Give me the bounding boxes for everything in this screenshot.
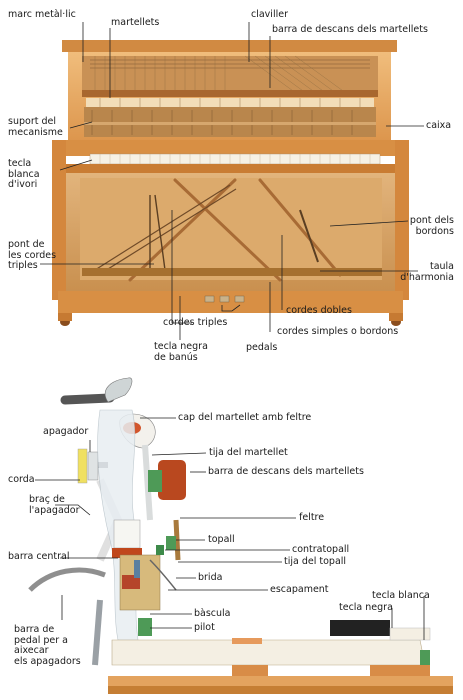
label-action-support: suport del mecanisme	[8, 116, 63, 138]
piano-strings-upper	[94, 55, 351, 97]
soundboard	[80, 178, 382, 280]
label-soundboard: taula d'harmonia	[400, 261, 454, 283]
keyboard-shelf	[52, 164, 409, 173]
treble-bridge	[149, 194, 166, 271]
label-hammer-head: cap del martellet amb feltre	[178, 412, 312, 423]
label-catcher: topall	[208, 534, 235, 545]
bottom-rail	[82, 268, 382, 276]
label-damper-arm: braç de l'apagador	[29, 494, 80, 516]
label-hammers: martellets	[111, 17, 160, 28]
tuning-pins	[90, 59, 370, 69]
hammer-shank	[142, 444, 153, 521]
label-trichord-strings: cordes triples	[163, 317, 228, 328]
label-catcher-shank: tija del topall	[284, 556, 347, 567]
hammers-row	[86, 98, 374, 107]
piano-lid	[62, 40, 397, 52]
hammer-rail	[82, 90, 378, 97]
key-frame	[108, 676, 453, 686]
center-rail	[113, 519, 141, 549]
key-slip	[58, 140, 403, 156]
label-capstan: pilot	[194, 622, 215, 633]
hammer-heads	[99, 98, 361, 107]
hammer-rest-rail	[158, 460, 186, 500]
label-hammer-rest-rail: barra de descans dels martellets	[208, 466, 364, 477]
pedal-bar	[92, 599, 103, 666]
pedal-right	[234, 295, 245, 303]
upright-piano	[52, 40, 409, 326]
pedal-left	[204, 295, 215, 303]
label-backcheck: contratopall	[292, 544, 350, 555]
label-wippen: bàscula	[194, 608, 231, 619]
label-treble-bridge: pont de les cordes triples	[8, 239, 57, 271]
label-bass-bridge: pont dels bordons	[409, 215, 454, 237]
left-cheek	[52, 140, 66, 300]
white-key	[389, 627, 431, 641]
piano-action-detail	[28, 377, 453, 694]
label-metal-frame: marc metàl·lic	[8, 9, 76, 20]
bass-bridge	[299, 209, 319, 263]
capstan	[138, 618, 152, 636]
label-pedal-rod: barra de pedal per a aixecar els apagado…	[14, 624, 81, 667]
catcher	[156, 545, 164, 555]
label-white-key: tecla blanca	[372, 590, 430, 601]
label-hammer-rail: barra de descans dels martellets	[272, 24, 428, 35]
black-key	[330, 620, 390, 636]
damper	[87, 451, 99, 481]
bridle	[149, 559, 177, 591]
label-damper: apagador	[43, 426, 89, 437]
piano-leader-lines	[40, 22, 424, 340]
bass-strings	[94, 184, 237, 275]
label-center-rail: barra central	[8, 551, 70, 562]
label-string: corda	[8, 474, 35, 485]
keyboard-white-keys	[89, 153, 381, 165]
action-leader-lines	[35, 417, 425, 640]
backcheck	[166, 536, 176, 550]
string	[77, 448, 88, 484]
key-lever	[111, 639, 426, 666]
label-case: caixa	[426, 120, 452, 131]
label-hammer-shank: tija del martellet	[209, 447, 288, 458]
label-felt: feltre	[299, 512, 325, 523]
label-pin-block: claviller	[251, 9, 288, 20]
right-cheek	[395, 140, 409, 300]
rail-felt	[148, 470, 162, 492]
label-bass-strings: cordes simples o bordons	[277, 326, 399, 337]
label-ebony-key: tecla negra de banús	[154, 341, 208, 363]
label-black-key: tecla negra	[339, 602, 393, 613]
label-jack: escapament	[270, 584, 329, 595]
label-pedals: pedals	[246, 342, 278, 353]
pedal-middle	[219, 295, 230, 303]
frame-struts	[128, 178, 342, 282]
piano-metal-frame	[82, 56, 378, 96]
label-ivory-key: tecla blanca d'ivori	[8, 158, 40, 190]
white-key-lines	[99, 154, 371, 164]
label-bridle: brida	[198, 572, 223, 583]
piano-base	[58, 291, 403, 313]
rod-top	[60, 393, 115, 405]
label-bichord-strings: cordes dobles	[286, 305, 352, 316]
